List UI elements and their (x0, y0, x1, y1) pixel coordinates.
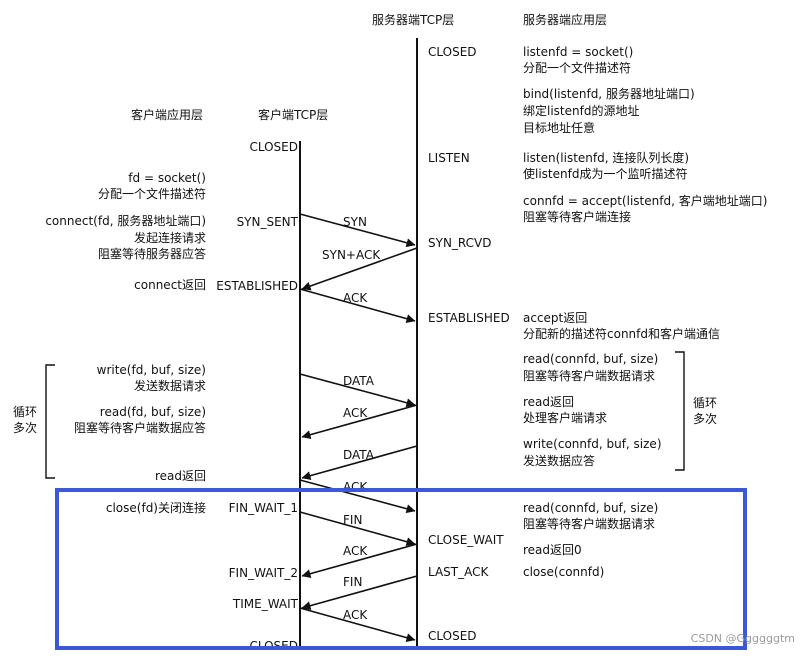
server-state-listen: LISTEN (428, 151, 470, 165)
server-write-desc: 发送数据应答 (523, 454, 596, 468)
server-accept-desc: 阻塞等待客户端连接 (523, 210, 632, 224)
server-read-return-desc: 处理客户端请求 (523, 411, 608, 425)
client-read-desc: 阻塞等待客户端数据应答 (73, 421, 206, 435)
segment-label-data-1: DATA (343, 374, 374, 388)
fin-arrow-2 (301, 575, 418, 611)
server-listen-call: listen(listenfd, 连接队列长度) (523, 151, 690, 165)
client-state-fin-wait-1: FIN_WAIT_1 (228, 501, 298, 515)
server-loop-label-1: 循环 (693, 396, 718, 410)
segment-label-syn: SYN (343, 215, 367, 229)
segment-label-fin-1: FIN (343, 513, 363, 527)
server-state-closed: CLOSED (428, 45, 477, 59)
server-read2-desc: 阻塞等待客户端数据请求 (523, 517, 656, 531)
ack-arrow-4 (301, 543, 418, 579)
segment-label-ack-1: ACK (343, 291, 368, 305)
server-accept-return-desc: 分配新的描述符connfd和客户端通信 (523, 327, 720, 341)
segment-label-syn-ack: SYN+ACK (322, 248, 381, 262)
client-write-call: write(fd, buf, size) (96, 363, 206, 377)
data-arrow-1 (299, 373, 416, 408)
client-loop-label-1: 循环 (13, 405, 38, 419)
header-client-tcp: 客户端TCP层 (258, 108, 329, 122)
client-state-time-wait: TIME_WAIT (232, 597, 298, 611)
client-connect-desc-1: 发起连接请求 (133, 231, 206, 245)
server-accept-return: accept返回 (523, 311, 588, 325)
ack-arrow-1 (299, 288, 416, 324)
client-close-call: close(fd)关闭连接 (105, 501, 206, 515)
client-connect-call: connect(fd, 服务器地址端口) (45, 214, 206, 228)
segment-label-data-2: DATA (343, 448, 374, 462)
client-state-fin-wait-2: FIN_WAIT_2 (228, 566, 298, 580)
ack-arrow-2 (301, 404, 418, 440)
server-loop-label-2: 多次 (693, 412, 718, 426)
client-read-return: read返回 (154, 469, 206, 483)
server-read-call: read(connfd, buf, size) (523, 352, 659, 366)
server-write-call: write(connfd, buf, size) (523, 437, 662, 451)
segment-label-fin-2: FIN (343, 575, 363, 589)
server-state-syn-rcvd: SYN_RCVD (428, 236, 492, 250)
client-loop-bracket (45, 364, 55, 479)
server-bind-desc-2: 目标地址任意 (523, 121, 596, 135)
header-server-tcp: 服务器端TCP层 (372, 13, 455, 27)
header-server-app: 服务器端应用层 (523, 13, 608, 27)
server-read-desc: 阻塞等待客户端数据请求 (523, 369, 656, 383)
client-socket-desc: 分配一个文件描述符 (97, 187, 206, 201)
client-loop-label-2: 多次 (13, 421, 38, 435)
server-state-last-ack: LAST_ACK (428, 565, 489, 579)
watermark: CSDN @Ggggggtm (690, 632, 795, 645)
server-loop-bracket (675, 351, 685, 471)
server-state-close-wait: CLOSE_WAIT (428, 533, 504, 547)
server-read2-call: read(connfd, buf, size) (523, 501, 659, 515)
syn-arrow (299, 213, 416, 248)
server-state-closed-end: CLOSED (428, 629, 477, 643)
server-read-return: read返回 (523, 395, 575, 409)
client-connect-return: connect返回 (134, 278, 206, 292)
teardown-highlight-box (55, 488, 747, 650)
server-accept-call: connfd = accept(listenfd, 客户端地址端口) (523, 194, 768, 208)
server-close-call: close(connfd) (523, 565, 605, 579)
client-socket-call: fd = socket() (128, 171, 206, 185)
ack-arrow-5 (299, 607, 416, 643)
segment-label-ack-5: ACK (343, 608, 368, 622)
segment-label-ack-4: ACK (343, 544, 368, 558)
client-write-desc: 发送数据请求 (133, 379, 206, 393)
server-state-established: ESTABLISHED (428, 311, 510, 325)
client-connect-desc-2: 阻塞等待服务器应答 (97, 247, 206, 261)
server-socket-call: listenfd = socket() (523, 45, 634, 59)
syn-ack-arrow (301, 247, 418, 291)
client-state-closed: CLOSED (249, 140, 298, 154)
ack-arrow-3 (299, 479, 416, 514)
header-client-app: 客户端应用层 (131, 108, 204, 122)
server-bind-call: bind(listenfd, 服务器地址端口) (523, 87, 695, 101)
server-listen-desc: 使listenfd成为一个监听描述符 (523, 167, 688, 181)
client-state-established: ESTABLISHED (216, 279, 298, 293)
fin-arrow-1 (299, 511, 416, 547)
segment-label-ack-2: ACK (343, 406, 368, 420)
server-read2-return: read返回0 (523, 543, 582, 557)
client-read-call: read(fd, buf, size) (99, 405, 206, 419)
server-bind-desc-1: 绑定listenfd的源地址 (523, 104, 640, 118)
client-state-syn-sent: SYN_SENT (236, 215, 298, 229)
server-socket-desc: 分配一个文件描述符 (523, 61, 632, 75)
data-arrow-2 (301, 445, 418, 481)
